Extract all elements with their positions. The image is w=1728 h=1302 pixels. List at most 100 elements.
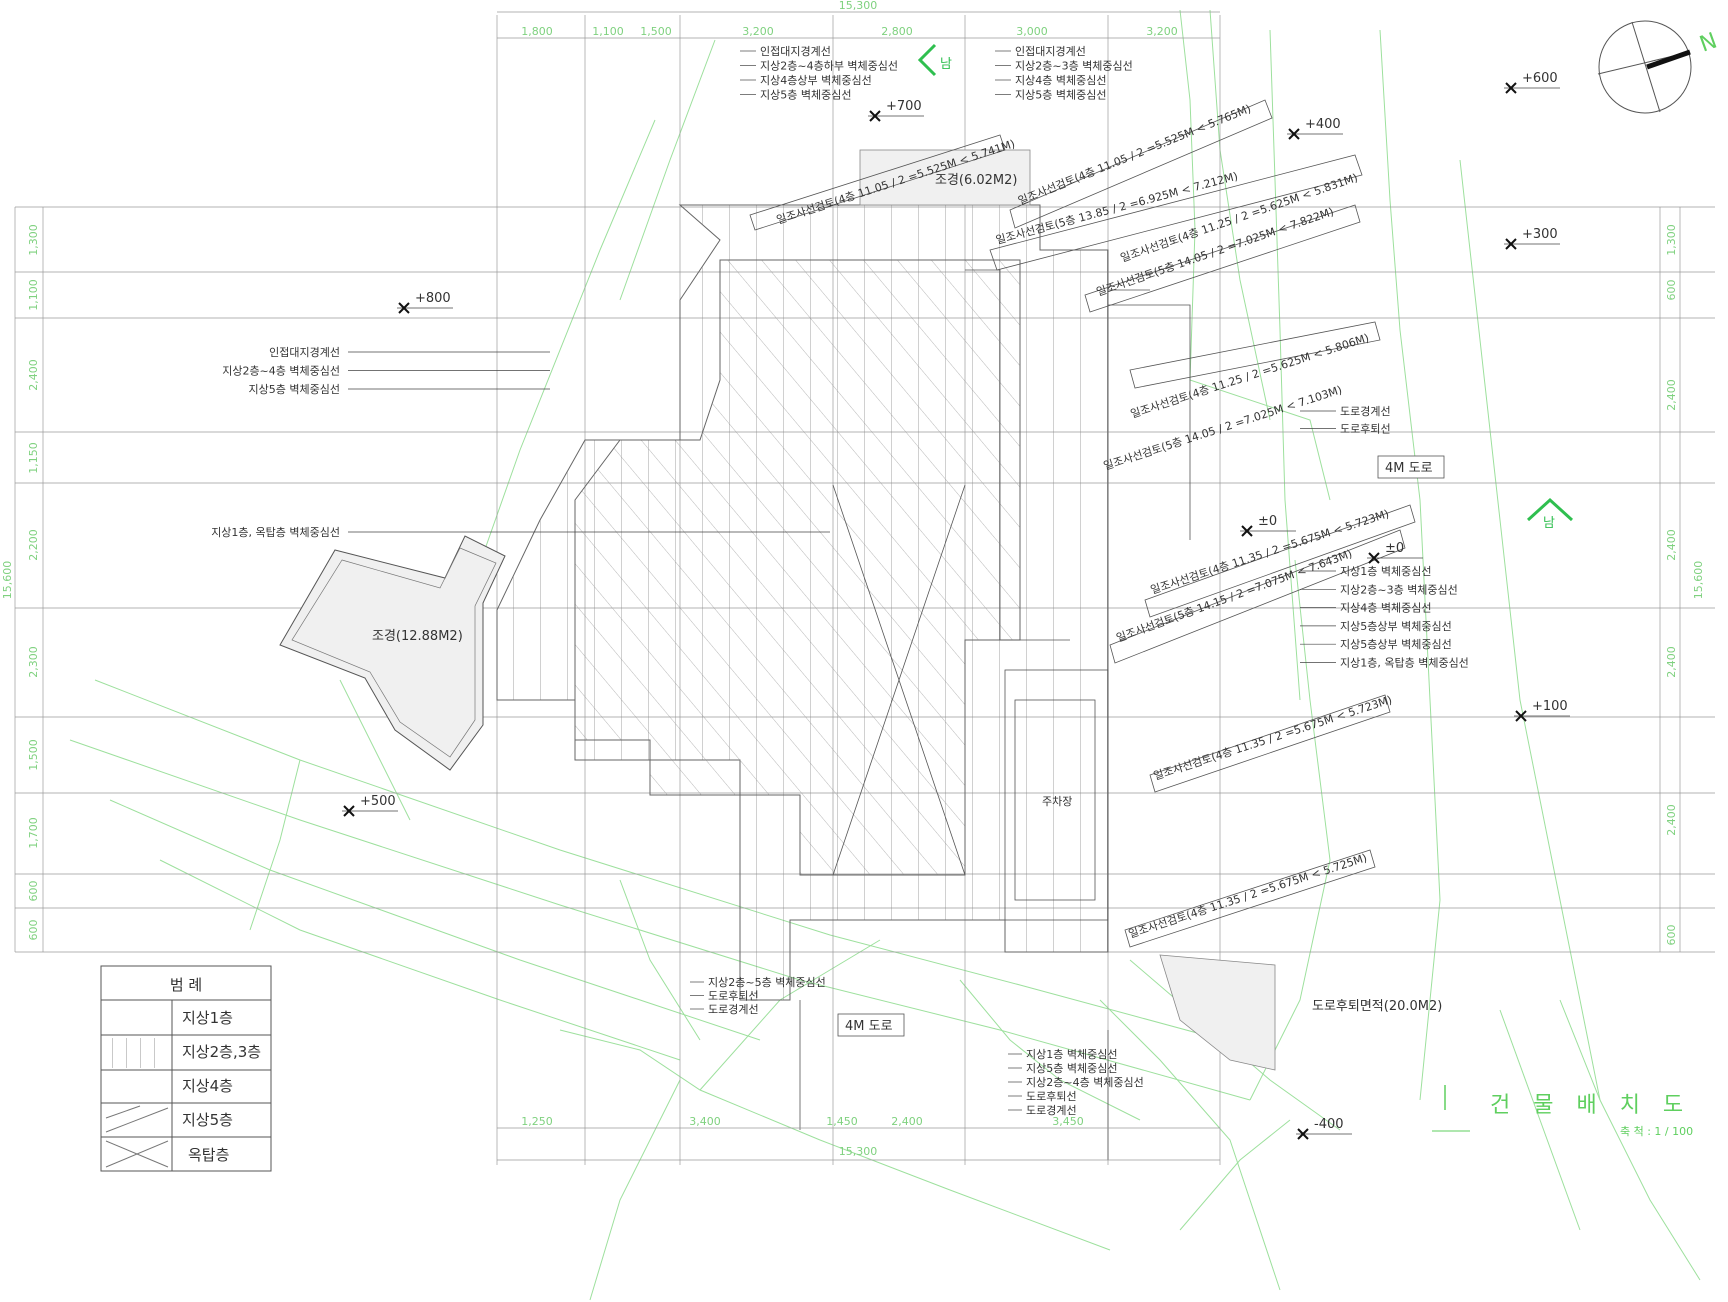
dim-top-1: 1,800 <box>521 25 553 38</box>
legend-item-1: 지상1층 <box>182 1009 233 1027</box>
sight-line-label-10: 일조사선검토(4층 11.35 / 2 =5.675M < 5.723M) <box>1152 692 1394 783</box>
dim-right-6: 2,400 <box>1665 804 1678 836</box>
level-marker-10: -400 <box>1314 1117 1344 1132</box>
east-mark: 남 <box>1543 516 1555 531</box>
leader-bottom-left-3: 도로경계선 <box>708 1003 759 1016</box>
leader-top-left-3: 지상4층상부 벽체중심선 <box>760 74 872 87</box>
dim-left-4: 1,150 <box>27 442 40 474</box>
leader-left-low: 지상1층, 옥탑층 벽체중심선 <box>211 526 340 539</box>
leader-top-right-4: 지상5층 벽체중심선 <box>1015 89 1106 102</box>
level-marker-7: ±0 <box>1258 514 1277 529</box>
sight-line-label-7: 일조사선검토(5층 14.05 / 2 =7.025M < 7.103M) <box>1102 382 1344 473</box>
level-marker-6: +500 <box>360 794 396 809</box>
leader-top-right-2: 지상2층~3층 벽체중심선 <box>1015 60 1133 73</box>
level-marker-3: +600 <box>1522 71 1558 86</box>
leader-right-mid-5: 지상5층상부 벽체중심선 <box>1340 638 1452 651</box>
level-marker-4: +400 <box>1305 117 1341 132</box>
dim-bottom-5: 3,450 <box>1052 1115 1084 1128</box>
landscape-areas <box>279 149 1276 1071</box>
level-marker-icon <box>1241 525 1253 537</box>
dim-right-total: 15,600 <box>1692 561 1705 600</box>
dim-left-9: 600 <box>27 881 40 902</box>
dim-top-total: 15,300 <box>839 0 878 12</box>
building-footprint <box>496 204 1191 1160</box>
dim-right-3: 2,400 <box>1665 379 1678 411</box>
dim-top-7: 3,200 <box>1146 25 1178 38</box>
leader-right-road-2: 도로후퇴선 <box>1340 423 1391 436</box>
dim-left-2: 1,100 <box>27 279 40 311</box>
dim-right-2: 600 <box>1665 280 1678 301</box>
leader-right-road-1: 도로경계선 <box>1340 405 1391 418</box>
leader-right-mid-2: 지상2층~3층 벽체중심선 <box>1340 583 1458 596</box>
road-label-bottom: 4M 도로 <box>845 1019 893 1034</box>
landscape-area-left: 조경(12.88M2) <box>372 629 463 644</box>
leader-right-mid-4: 지상5층상부 벽체중심선 <box>1340 620 1452 633</box>
level-marker-5: +300 <box>1522 227 1558 242</box>
dim-right-4: 2,400 <box>1665 529 1678 561</box>
dim-left-3: 2,400 <box>27 359 40 391</box>
level-marker-icon <box>1297 1128 1309 1140</box>
leader-left-mid-1: 인접대지경계선 <box>269 346 340 359</box>
dim-right-7: 600 <box>1665 925 1678 946</box>
road-label-right: 4M 도로 <box>1385 461 1433 476</box>
leader-left-mid-3: 지상5층 벽체중심선 <box>249 383 340 396</box>
dim-left-1: 1,300 <box>27 224 40 256</box>
leader-bottom-left-1: 지상2층~5층 벽체중심선 <box>708 976 826 989</box>
leader-right-mid-1: 지상1층 벽체중심선 <box>1340 565 1431 578</box>
level-marker-icon <box>343 805 355 817</box>
leader-bottom-right-4: 도로후퇴선 <box>1026 1090 1077 1103</box>
level-marker-1: +800 <box>415 291 451 306</box>
level-marker-icon <box>1368 552 1380 564</box>
level-marker-8: ±0 <box>1385 541 1404 556</box>
leader-top-right-3: 지상4층 벽체중심선 <box>1015 74 1106 87</box>
drawing-title: 건 물 배 치 도 <box>1490 1093 1691 1118</box>
legend-item-3: 지상4층 <box>182 1077 233 1095</box>
sight-line-label-2: 일조사선검토(4층 11.05 / 2 =5.525M < 5.765M) <box>1016 101 1253 208</box>
leader-bottom-right-5: 도로경계선 <box>1026 1104 1077 1117</box>
dim-bottom-total: 15,300 <box>839 1145 878 1158</box>
dim-left-5: 2,200 <box>27 529 40 561</box>
sight-line-label-6: 일조사선검토(4층 11.25 / 2 =5.625M < 5.806M) <box>1129 330 1371 421</box>
sight-line-label-11: 일조사선검토(4층 11.35 / 2 =5.675M < 5.725M) <box>1127 850 1369 941</box>
dim-bottom-3: 1,450 <box>826 1115 858 1128</box>
legend: 범 례 지상1층 지상2층,3층 지상4층 지상5층 옥탑층 <box>100 965 272 1172</box>
south-mark: 남 <box>940 57 952 72</box>
sight-line-boxes <box>749 99 1416 948</box>
north-compass: N <box>1597 20 1721 114</box>
road-setback-area: 도로후퇴면적(20.0M2) <box>1312 999 1442 1014</box>
level-marker-icon <box>398 302 410 314</box>
dim-right-1: 1,300 <box>1665 224 1678 256</box>
leader-right-mid-3: 지상4층 벽체중심선 <box>1340 602 1431 615</box>
dim-left-total: 15,600 <box>1 561 14 600</box>
level-marker-icon <box>1505 82 1517 94</box>
dim-left-10: 600 <box>27 920 40 941</box>
level-marker-9: +100 <box>1532 699 1568 714</box>
leader-bottom-right-1: 지상1층 벽체중심선 <box>1026 1048 1117 1061</box>
level-marker-icon <box>1505 238 1517 250</box>
leader-bottom-left-2: 도로후퇴선 <box>708 990 759 1003</box>
green-direction-marks: 남 남 <box>917 43 1574 531</box>
dim-top-6: 3,000 <box>1016 25 1048 38</box>
level-marker-icon <box>1515 710 1527 722</box>
legend-item-2: 지상2층,3층 <box>182 1043 261 1061</box>
dimension-lines <box>14 11 1681 1161</box>
dim-right-5: 2,400 <box>1665 646 1678 678</box>
dim-top-3: 1,500 <box>640 25 672 38</box>
leader-bottom-right-3: 지상2층~4층 벽체중심선 <box>1026 1076 1144 1089</box>
legend-title: 범 례 <box>170 976 202 994</box>
leader-top-right-1: 인접대지경계선 <box>1015 45 1086 58</box>
level-marker-icon <box>869 110 881 122</box>
drawing-scale: 축 척 : 1 / 100 <box>1620 1125 1693 1138</box>
title-block: 건 물 배 치 도 축 척 : 1 / 100 <box>1432 1085 1693 1138</box>
dim-top-5: 2,800 <box>881 25 913 38</box>
dim-left-7: 1,500 <box>27 739 40 771</box>
leader-top-left-1: 인접대지경계선 <box>760 45 831 58</box>
leader-right-mid-6: 지상1층, 옥탑층 벽체중심선 <box>1340 657 1469 670</box>
parking-label: 주차장 <box>1042 795 1072 808</box>
dim-bottom-1: 1,250 <box>521 1115 553 1128</box>
leader-bottom-right-2: 지상5층 벽체중심선 <box>1026 1062 1117 1075</box>
dim-top-2: 1,100 <box>592 25 624 38</box>
legend-item-4: 지상5층 <box>182 1111 233 1129</box>
leader-top-left-4: 지상5층 벽체중심선 <box>760 89 851 102</box>
